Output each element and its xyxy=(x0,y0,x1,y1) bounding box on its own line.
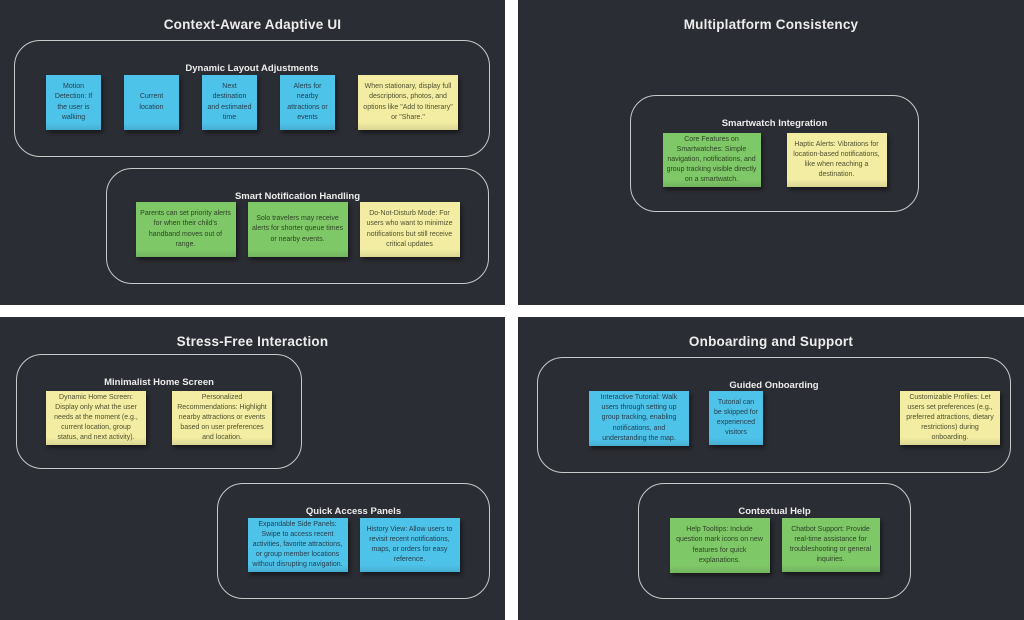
frame-quick-access-panels[interactable]: Quick Access Panels Expandable Side Pane… xyxy=(217,483,490,599)
quadrant-title: Onboarding and Support xyxy=(688,334,854,350)
quadrant-title: Stress-Free Interaction xyxy=(176,334,329,350)
sticky-note[interactable]: Tutorial can be skipped for experienced … xyxy=(709,391,763,445)
quadrant-multiplatform-consistency: Multiplatform Consistency Smartwatch Int… xyxy=(518,0,1024,305)
sticky-note[interactable]: Core Features on Smartwatches: Simple na… xyxy=(662,133,761,187)
quadrant-context-aware-adaptive-ui: Context-Aware Adaptive UI Dynamic Layout… xyxy=(0,0,505,305)
frame-contextual-help[interactable]: Contextual Help Help Tooltips: Include q… xyxy=(638,483,911,599)
sticky-note[interactable]: Expandable Side Panels: Swipe to access … xyxy=(247,518,348,572)
quadrant-onboarding-and-support: Onboarding and Support Guided Onboarding… xyxy=(518,317,1024,620)
sticky-note[interactable]: Do-Not-Disturb Mode: For users who want … xyxy=(359,202,460,257)
sticky-note[interactable]: Solo travelers may receive alerts for sh… xyxy=(247,202,348,257)
frame-title: Dynamic Layout Adjustments xyxy=(185,62,319,74)
notes-row: Dynamic Home Screen: Display only what t… xyxy=(17,391,301,445)
sticky-note[interactable]: Dynamic Home Screen: Display only what t… xyxy=(46,391,146,445)
notes-row: Help Tooltips: Include question mark ico… xyxy=(639,518,910,573)
sticky-note[interactable]: Help Tooltips: Include question mark ico… xyxy=(669,518,770,573)
sticky-note[interactable]: Alerts for nearby attractions or events xyxy=(280,75,335,130)
frame-title: Smartwatch Integration xyxy=(721,117,828,129)
quadrant-title: Context-Aware Adaptive UI xyxy=(163,17,342,33)
frame-smartwatch-integration[interactable]: Smartwatch Integration Core Features on … xyxy=(630,95,919,212)
sticky-note[interactable]: Personalized Recommendations: Highlight … xyxy=(172,391,272,445)
notes-row: Parents can set priority alerts for when… xyxy=(107,202,488,257)
frame-minimalist-home-screen[interactable]: Minimalist Home Screen Dynamic Home Scre… xyxy=(16,354,302,469)
quadrant-title: Multiplatform Consistency xyxy=(683,17,859,33)
sticky-note[interactable]: Chatbot Support: Provide real-time assis… xyxy=(781,518,880,572)
frame-title: Smart Notification Handling xyxy=(234,190,361,202)
sticky-note[interactable]: When stationary, display full descriptio… xyxy=(358,75,458,130)
sticky-note[interactable]: Next destination and estimated time xyxy=(202,75,257,130)
frame-guided-onboarding[interactable]: Guided Onboarding Interactive Tutorial: … xyxy=(537,357,1011,473)
notes-row: Expandable Side Panels: Swipe to access … xyxy=(218,518,489,572)
sticky-note[interactable]: Motion Detection: If the user is walking xyxy=(46,75,101,130)
notes-row: Motion Detection: If the user is walking… xyxy=(15,75,489,130)
sticky-note[interactable]: Haptic Alerts: Vibrations for location-b… xyxy=(786,133,887,187)
sticky-note[interactable]: Interactive Tutorial: Walk users through… xyxy=(589,391,689,446)
frame-smart-notification-handling[interactable]: Smart Notification Handling Parents can … xyxy=(106,168,489,284)
frame-title: Quick Access Panels xyxy=(305,505,402,517)
sticky-note[interactable]: Parents can set priority alerts for when… xyxy=(135,202,236,257)
sticky-note[interactable]: Current location xyxy=(124,75,179,130)
sticky-note[interactable]: Customizable Profiles: Let users set pre… xyxy=(900,391,1000,445)
sticky-note[interactable]: History View: Allow users to revisit rec… xyxy=(359,518,460,572)
frame-title: Minimalist Home Screen xyxy=(104,376,214,388)
notes-row: Core Features on Smartwatches: Simple na… xyxy=(631,133,918,187)
frame-dynamic-layout-adjustments[interactable]: Dynamic Layout Adjustments Motion Detect… xyxy=(14,40,490,157)
quadrant-stress-free-interaction: Stress-Free Interaction Minimalist Home … xyxy=(0,317,505,620)
frame-title: Contextual Help xyxy=(738,505,811,517)
frame-title: Guided Onboarding xyxy=(729,379,819,391)
